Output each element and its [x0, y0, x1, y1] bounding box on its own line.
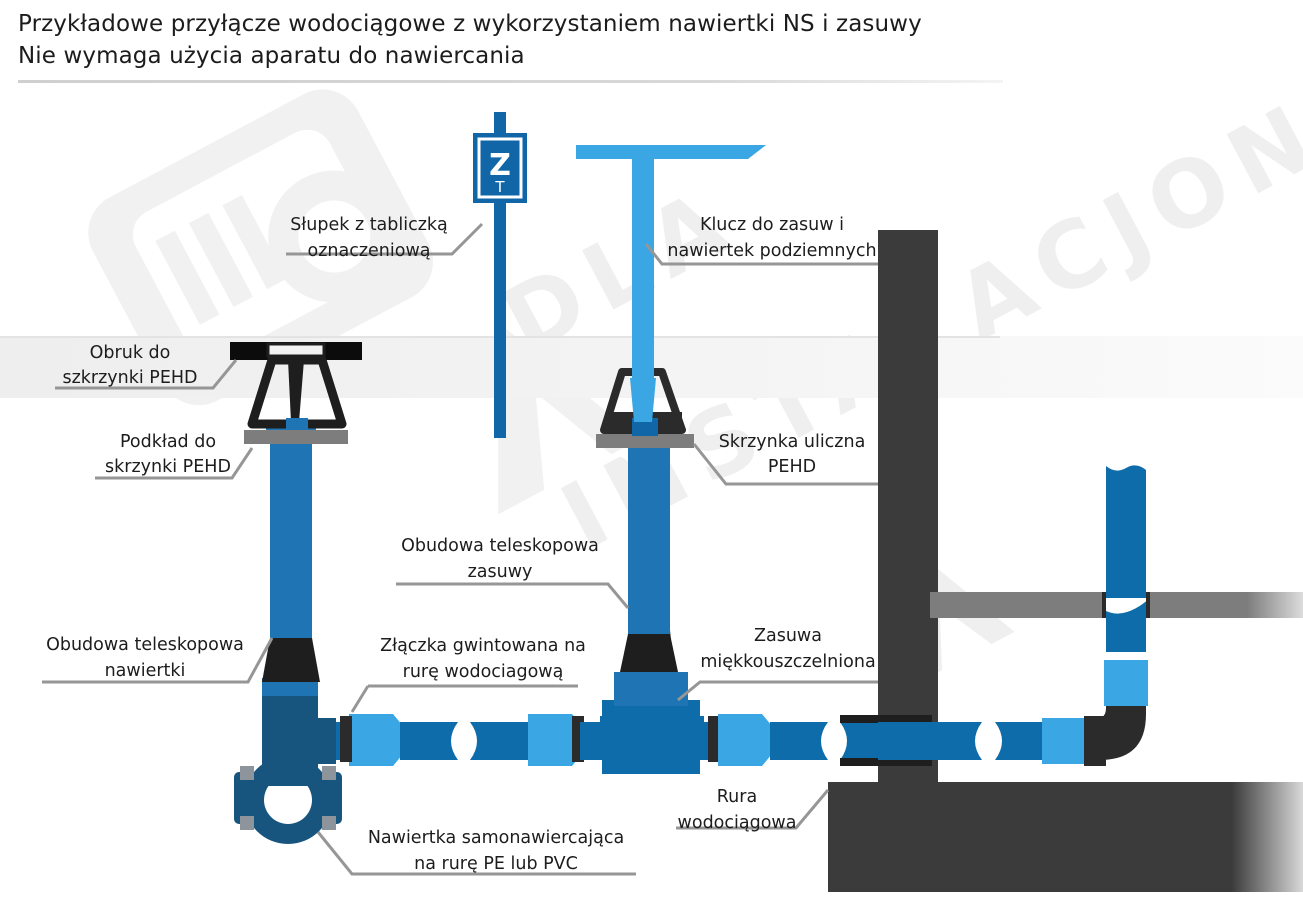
callout-threaded-coupling: Złączka gwintowana na rurę wodociagową — [350, 636, 586, 713]
callout-podklad-line1: Podkład do — [120, 432, 216, 452]
housing-cone — [262, 638, 320, 682]
callout-obruk-line2: szkrzynki PEHD — [62, 368, 197, 388]
callout-gate-valve: Zasuwa miękkouszczelniona — [677, 626, 878, 702]
callout-obruk: Obruk do szkrzynki PEHD — [55, 343, 238, 390]
sign-sub-symbol: T — [494, 178, 505, 196]
title-divider — [18, 80, 1003, 83]
title-line-1: Przykładowe przyłącze wodociągowe z wyko… — [18, 11, 922, 37]
callout-valve-key: Klucz do zasuw i nawiertek podziemnych — [644, 215, 878, 266]
callout-valve-key-line2: nawiertek podziemnych — [667, 241, 876, 261]
callout-gate-valve-line1: Zasuwa — [754, 626, 822, 646]
callout-housing-valve-line2: zasuwy — [468, 562, 533, 582]
pipe-collar — [708, 716, 720, 762]
marker-post: Z T — [473, 112, 527, 438]
callout-tapping-saddle: Nawiertka samonawiercająca na rurę PE lu… — [316, 828, 636, 876]
callout-street-box-line2: PEHD — [768, 457, 816, 477]
box-base-plate — [244, 430, 348, 444]
callout-obruk-line1: Obruk do — [90, 343, 171, 363]
key-tip — [630, 378, 656, 422]
riser-assembly — [1088, 465, 1150, 760]
pipe-coupling — [718, 714, 772, 766]
callout-tapping-saddle-line1: Nawiertka samonawiercająca — [368, 828, 624, 848]
callout-marker-post-line2: oznaczeniową — [308, 241, 431, 261]
callout-tapping-saddle-line2: na rurę PE lub PVC — [414, 854, 578, 874]
callout-water-pipe: Rura wodociągowa — [676, 787, 830, 833]
title-line-2: Nie wymaga użycia aparatu do nawiercania — [18, 43, 525, 69]
callout-threaded-coupling-line1: Złączka gwintowana na — [380, 636, 586, 656]
callout-housing-tapping-line2: nawiertki — [105, 661, 186, 681]
callout-marker-post: Słupek z tabliczką oznaczeniową — [286, 215, 484, 261]
housing-cone — [620, 634, 678, 672]
key-shaft — [632, 150, 654, 394]
riser-pipe — [1106, 465, 1146, 652]
valve-flange — [614, 672, 688, 706]
callout-valve-key-line1: Klucz do zasuw i — [700, 215, 844, 235]
callout-housing-tapping: Obudowa teleskopowa nawiertki — [42, 635, 274, 684]
callout-housing-tapping-line1: Obudowa teleskopowa — [46, 635, 244, 655]
box-body — [247, 355, 347, 429]
callout-housing-valve-line1: Obudowa teleskopowa — [401, 536, 599, 556]
telescopic-housing-valve — [628, 444, 670, 634]
wall-column — [878, 230, 938, 790]
box-base-plate — [596, 434, 694, 448]
saddle-bolt — [240, 816, 254, 830]
callout-water-pipe-line1: Rura — [717, 787, 757, 807]
pipe-coupling — [349, 714, 403, 766]
key-handle — [576, 145, 766, 159]
pipe-coupling — [528, 714, 582, 766]
callout-housing-valve: Obudowa teleskopowa zasuwy — [396, 536, 630, 609]
riser-coupling — [1104, 660, 1148, 706]
saddle-ear — [316, 772, 342, 824]
callout-street-box-line1: Skrzynka uliczna — [719, 432, 866, 452]
tapping-saddle-assembly — [234, 426, 342, 844]
callout-marker-post-line1: Słupek z tabliczką — [290, 215, 448, 235]
saddle-bore — [264, 776, 312, 824]
saddle-bolt — [322, 766, 336, 780]
street-box-right — [596, 368, 694, 448]
callout-gate-valve-line2: miękkouszczelniona — [700, 652, 875, 672]
saddle-bolt — [240, 766, 254, 780]
saddle-body — [262, 692, 318, 784]
callout-podklad: Podkład do skrzynki PEHD — [95, 432, 254, 480]
callout-street-box: Skrzynka uliczna PEHD — [692, 432, 878, 486]
page-title: Przykładowe przyłącze wodociągowe z wyko… — [18, 8, 1003, 72]
callout-water-pipe-line2: wodociągowa — [678, 813, 797, 833]
sign-letter: Z — [489, 148, 511, 183]
water-main-pipe — [330, 714, 1106, 766]
saddle-bolt — [322, 816, 336, 830]
foundation-slab — [828, 782, 1303, 892]
street-box-left — [230, 342, 362, 444]
telescopic-housing-tapping — [270, 442, 312, 638]
callout-threaded-coupling-line2: rurę wodociagową — [403, 662, 564, 682]
pipe-collar — [340, 716, 352, 762]
box-rod — [288, 360, 304, 422]
callout-podklad-line2: skrzynki PEHD — [105, 457, 231, 477]
saddle-ear — [234, 772, 260, 824]
pipe-coupling — [1042, 718, 1084, 764]
sign-plate — [473, 133, 527, 203]
valve-key — [576, 145, 766, 422]
